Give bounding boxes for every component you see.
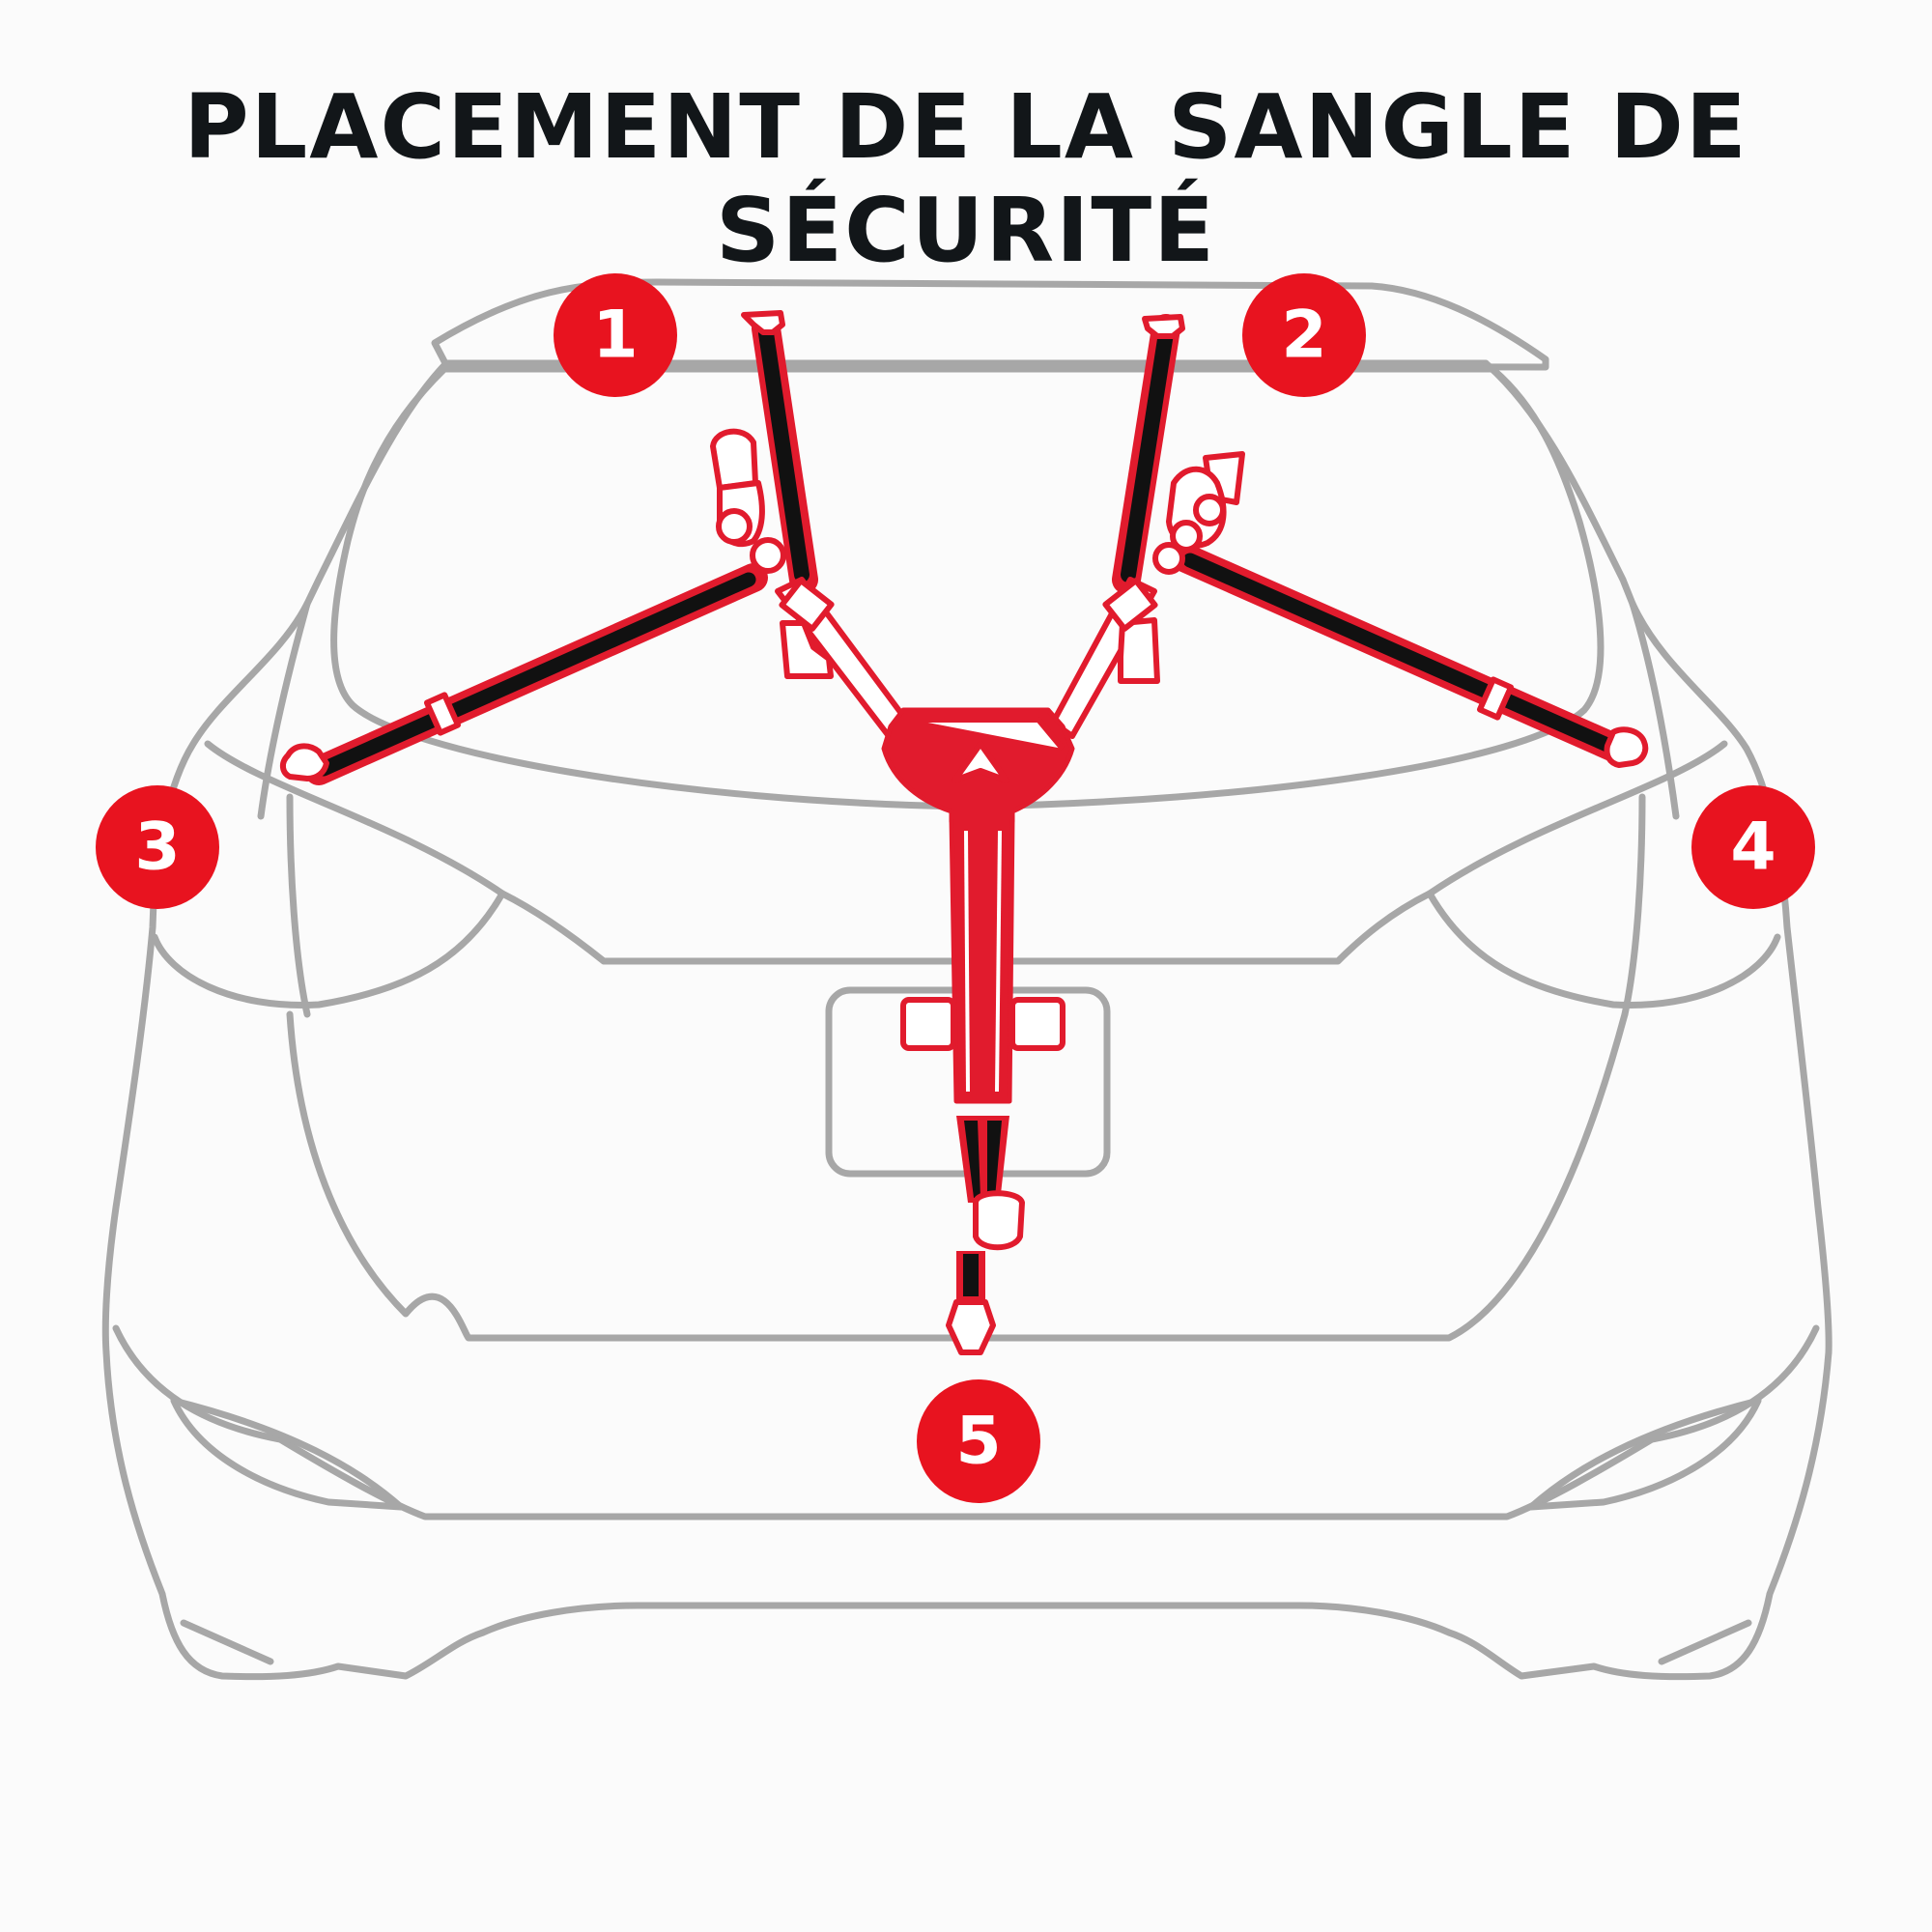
car-body-left xyxy=(101,600,311,1356)
marker-5-label: 5 xyxy=(955,1404,1001,1480)
buckle-left-upper xyxy=(710,428,758,491)
strap-side-right-buckle xyxy=(1476,676,1515,721)
strap-side-tab-left xyxy=(900,997,956,1051)
car-roof-spoiler xyxy=(431,278,1549,371)
strap-bottom-hook xyxy=(946,1299,996,1355)
strap-side-right-hook xyxy=(1604,726,1649,768)
page-title: PLACEMENT DE LA SANGLE DE SÉCURITÉ xyxy=(184,75,1748,282)
strap-top-left xyxy=(741,310,818,594)
marker-4-label: 4 xyxy=(1730,810,1776,886)
strap-side-left xyxy=(280,563,768,785)
marker-2-label: 2 xyxy=(1281,298,1326,374)
harness-arm-left xyxy=(710,428,911,739)
harness-logo-icon xyxy=(952,741,1009,783)
car-tailgate-top xyxy=(498,890,1434,965)
car-body-right xyxy=(1629,600,1833,1356)
marker-1-label: 1 xyxy=(592,298,638,374)
strap-side-left-hook xyxy=(280,743,329,781)
car-bumper-bottom xyxy=(102,1349,1833,1681)
strap-bottom-buckle xyxy=(973,1190,1025,1251)
car-rear-outline xyxy=(101,278,1833,1681)
safety-harness xyxy=(280,310,1649,1355)
strap-side-left-buckle xyxy=(423,692,462,736)
marker-2: 2 xyxy=(1242,273,1366,397)
strap-side-tab-right xyxy=(1009,997,1065,1051)
car-taillight-left-inner xyxy=(286,793,311,1018)
strap-top-left-hook xyxy=(741,310,785,335)
strap-bottom xyxy=(946,1116,1025,1355)
car-reflector-left xyxy=(170,1397,405,1511)
car-taillight-left xyxy=(151,740,506,1009)
car-bumper-lip xyxy=(180,1619,1752,1665)
marker-4: 4 xyxy=(1691,785,1815,909)
marker-3: 3 xyxy=(96,785,219,909)
marker-1: 1 xyxy=(554,273,677,397)
harness-arm-right xyxy=(1050,451,1245,739)
strap-side-right xyxy=(1172,544,1649,768)
strap-top-right xyxy=(1112,314,1185,594)
harness-center-pad xyxy=(881,707,1075,1104)
marker-5: 5 xyxy=(917,1379,1040,1503)
strap-top-right-hook xyxy=(1142,314,1185,339)
car-taillight-right-inner xyxy=(1621,793,1646,1018)
car-reflector-right xyxy=(1527,1397,1762,1511)
marker-3-label: 3 xyxy=(134,810,180,886)
car-taillight-right xyxy=(1426,740,1781,1009)
car-bumper-top xyxy=(112,1324,1820,1520)
car-tailgate-outline xyxy=(286,1010,1629,1342)
